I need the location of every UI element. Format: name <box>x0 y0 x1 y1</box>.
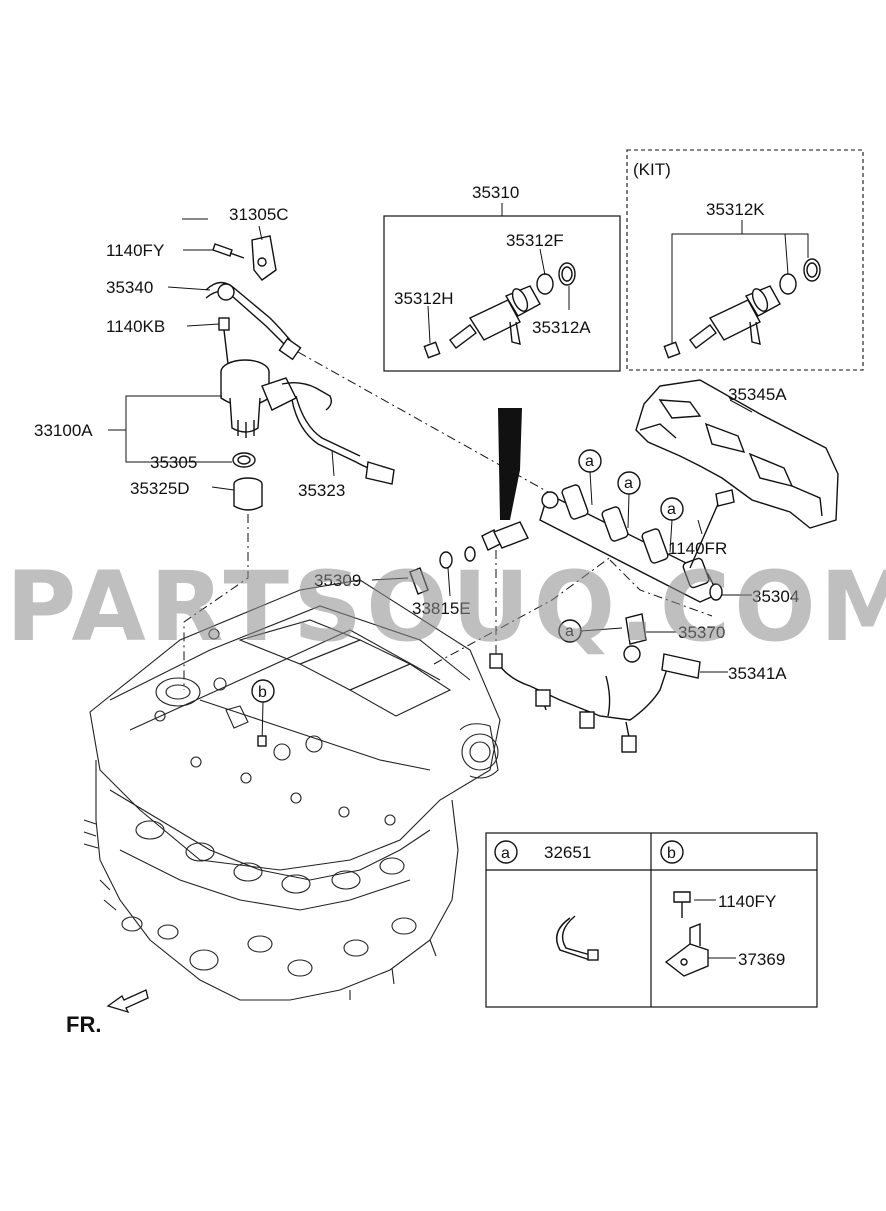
callout-35312F[interactable]: 35312F <box>506 231 564 250</box>
callout-35312A[interactable]: 35312A <box>532 318 591 337</box>
watermark: PARTSOUQ.COM <box>6 551 886 663</box>
marker-b-1: b <box>251 679 275 747</box>
callout-33815E[interactable]: 33815E <box>412 599 471 618</box>
callout-1140KB[interactable]: 1140KB <box>106 317 165 336</box>
svg-text:a: a <box>667 501 676 518</box>
kit-label: (KIT) <box>633 160 671 179</box>
callout-35310[interactable]: 35310 <box>472 183 519 202</box>
legend-a-part: 32651 <box>544 843 591 862</box>
callout-1140FR[interactable]: 1140FR <box>668 539 727 558</box>
marker-a-4: a <box>558 619 623 643</box>
svg-text:a: a <box>501 845 510 862</box>
callout-35312K[interactable]: 35312K <box>706 200 765 219</box>
callout-31305C[interactable]: 31305C <box>229 205 289 224</box>
callout-35305[interactable]: 35305 <box>150 453 197 472</box>
svg-text:a: a <box>565 623 574 640</box>
callout-35345A[interactable]: 35345A <box>728 385 787 404</box>
legend-b-part2: 37369 <box>738 950 785 969</box>
pointer-wedge <box>498 408 522 520</box>
svg-text:a: a <box>624 475 633 492</box>
alignment-line-4 <box>433 555 613 665</box>
engine-block-drawing <box>83 579 501 1001</box>
engine-cover-35345A <box>635 379 839 529</box>
marker-a-3: a <box>660 497 684 553</box>
callout-35370[interactable]: 35370 <box>678 623 725 642</box>
callout-35340[interactable]: 35340 <box>106 278 153 297</box>
legend-b-part1: 1140FY <box>718 892 776 911</box>
callout-1140FY-top[interactable]: 1140FY <box>106 241 164 260</box>
svg-text:a: a <box>585 453 594 470</box>
svg-text:b: b <box>667 845 676 862</box>
kit-injector-drawing <box>663 258 821 359</box>
callout-35323[interactable]: 35323 <box>298 481 345 500</box>
fuel-rail-drawing <box>409 484 735 753</box>
direction-label: FR. <box>66 1012 101 1037</box>
callout-35341A[interactable]: 35341A <box>728 664 787 683</box>
callout-33100A[interactable]: 33100A <box>34 421 93 440</box>
callout-35312H[interactable]: 35312H <box>394 289 454 308</box>
marker-a-2: a <box>617 471 641 529</box>
svg-text:b: b <box>258 684 267 701</box>
alignment-line-2 <box>183 514 249 690</box>
fuel-pump-drawing <box>205 235 395 511</box>
alignment-line-5 <box>609 559 713 617</box>
callout-35325D[interactable]: 35325D <box>130 479 190 498</box>
marker-a-1: a <box>578 449 602 506</box>
legend-table: a 32651 b 1140FY 37369 <box>485 832 818 1008</box>
callout-35304[interactable]: 35304 <box>752 587 799 606</box>
kit-box <box>626 149 864 371</box>
direction-indicator: FR. <box>66 989 149 1037</box>
injector-drawing <box>423 262 576 359</box>
